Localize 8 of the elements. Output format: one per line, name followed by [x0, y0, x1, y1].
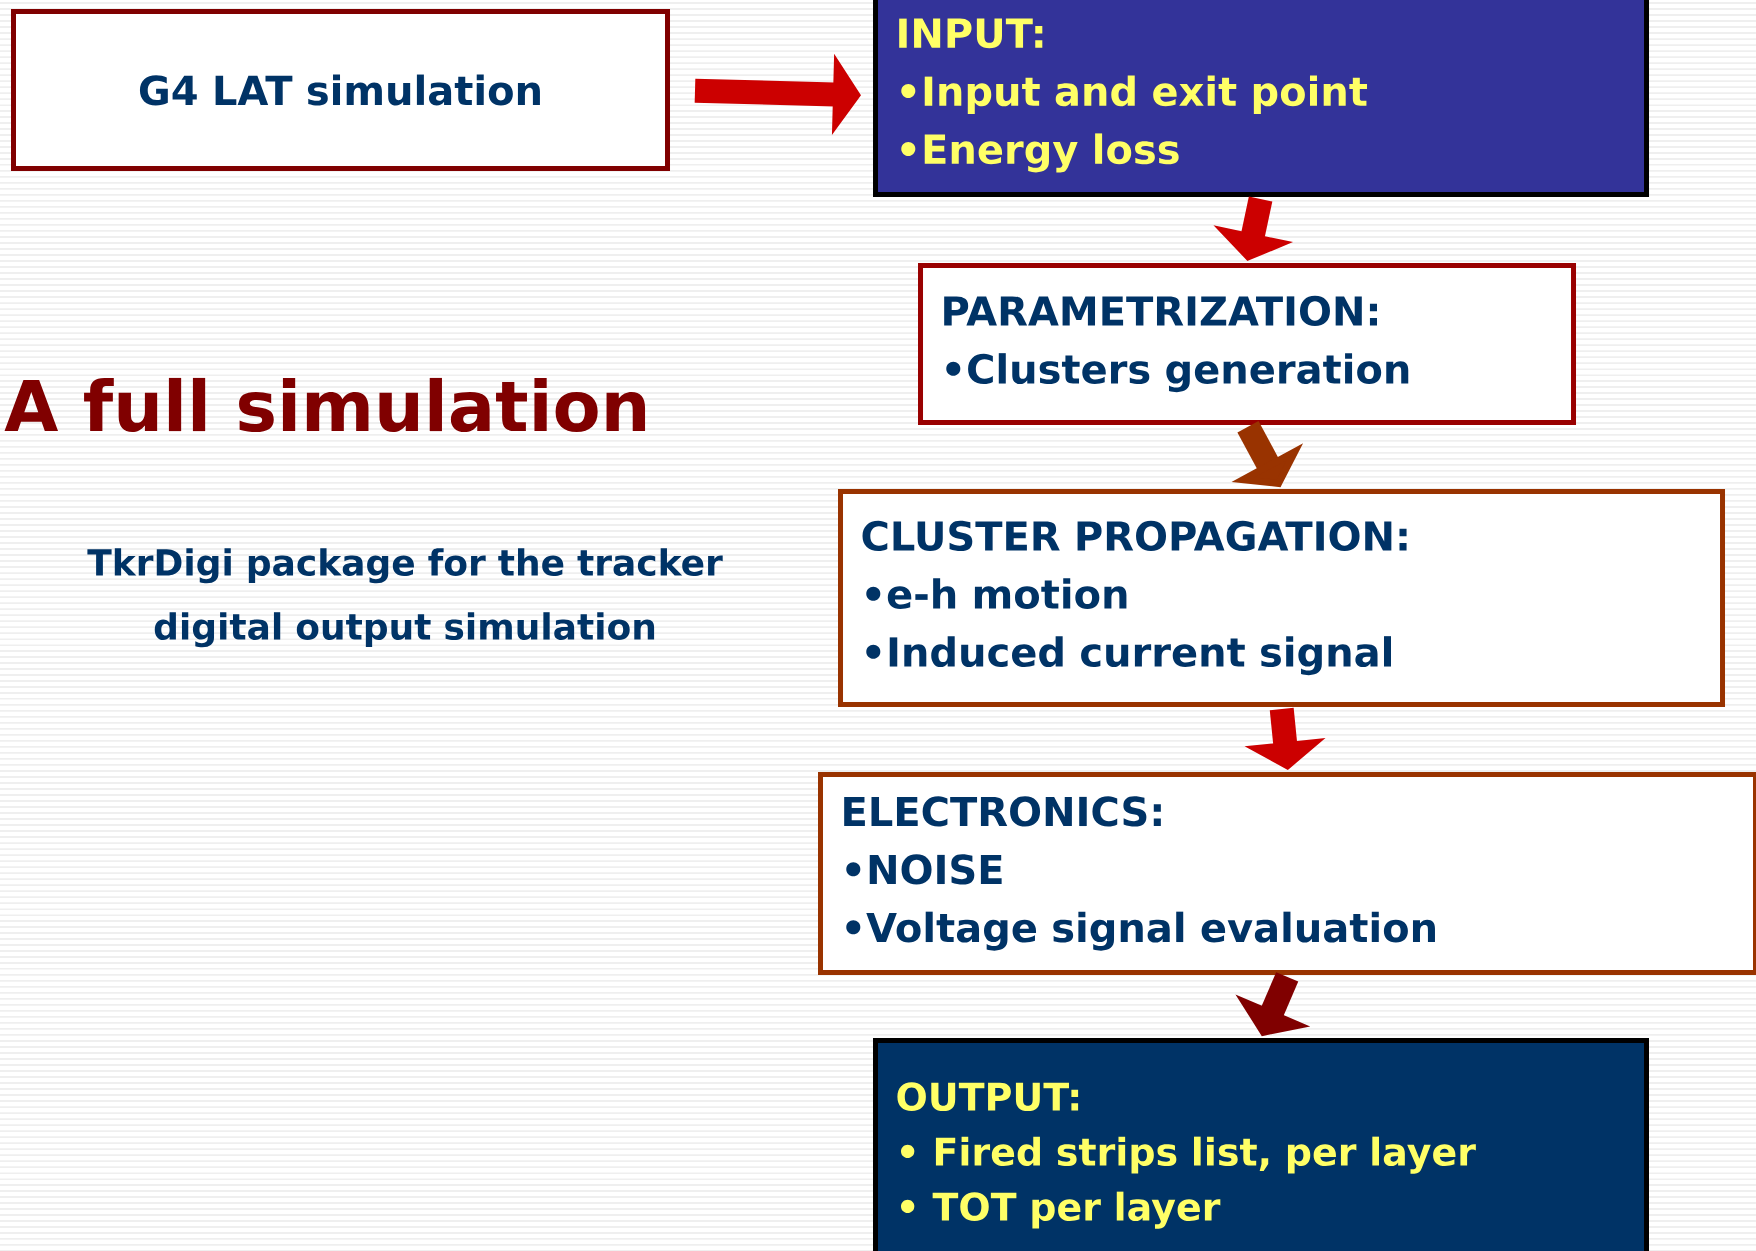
- process-box: CLUSTER PROPAGATION: •e-h motion •Induced current signal: [838, 489, 1725, 707]
- process-box: PARAMETRIZATION: •Clusters generation: [918, 263, 1576, 425]
- process-box: OUTPUT: • Fired strips list, per layer • TOT per layer: [873, 1038, 1649, 1251]
- process-box: G4 LAT simulation: [11, 9, 670, 171]
- heading: A full simulation: [4, 377, 646, 433]
- subtitle: TkrDigi package for the tracker digital output simulation: [87, 548, 723, 648]
- process-box: INPUT: •Input and exit point •Energy loss: [873, 0, 1649, 197]
- process-box: ELECTRONICS: •NOISE •Voltage signal evaluation: [818, 772, 1756, 975]
